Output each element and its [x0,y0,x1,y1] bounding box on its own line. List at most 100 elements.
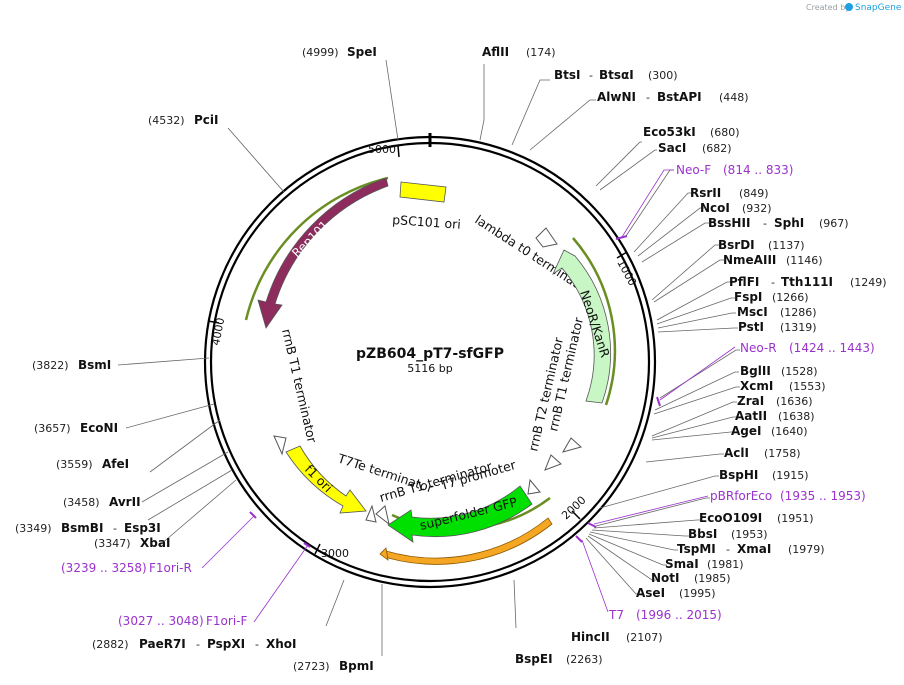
site-name: FspI [734,290,762,304]
site-dash: - [196,638,200,651]
site-name: SacI [658,141,686,155]
primer-name: Neo-F [676,163,711,177]
site-name: BspEI [515,652,553,666]
feature-label-rep101: Rep101 [289,218,331,260]
site-name-extra: BstAPI [657,90,702,104]
site-paer7i: (2882) PaeR7I - PspXI - XhoI [92,637,297,651]
credit-text: Created by [806,3,850,12]
site-dash: - [113,522,117,535]
primer-marks [249,235,661,548]
site-pos: (849) [739,187,769,200]
leader-lines [117,59,740,656]
site-aflii: AflII (174) [482,45,556,59]
primer-pos: (814 .. 833) [723,163,793,177]
site-name: NotI [651,571,680,585]
site-name: ZraI [737,394,764,408]
site-pos: (3347) [94,537,131,550]
site-spei: (4999) SpeI [302,45,377,59]
primer-name: pBRforEco [710,489,772,503]
site-name: BpmI [339,659,374,673]
tick-5000: 5000 [368,143,396,156]
site-name: BtsI [554,68,581,82]
site-name: PaeR7I [139,637,186,651]
site-name: TspMI [677,542,716,556]
site-acli: AclI (1758) [724,446,801,460]
site-alwni: AlwNI - BstAPI (448) [597,90,749,104]
site-name-extra: XmaI [737,542,771,556]
primer-pos: (3239 .. 3258) [61,561,147,575]
site-noti: NotI (1985) [651,571,731,585]
site-pos: (300) [648,69,678,82]
site-pos: (174) [526,46,556,59]
site-pos: (3559) [56,458,93,471]
site-name: PstI [738,320,764,334]
site-name: Eco53kI [643,125,696,139]
site-name: RsrII [690,186,721,200]
site-pos: (967) [819,217,849,230]
site-pflfi: PflFI - Tth111I (1249) [729,275,887,289]
site-eco0109i: EcoO109I (1951) [699,511,814,525]
site-saci: SacI (682) [658,141,732,155]
site-econi: (3657) EcoNI [34,421,118,435]
site-pos: (1636) [776,395,813,408]
site-pos: (682) [702,142,732,155]
site-rsrii: RsrII (849) [690,186,769,200]
site-nmeaiii: NmeAIII (1146) [723,253,823,267]
site-pos: (1249) [850,276,887,289]
site-name: SpeI [347,45,377,59]
site-pos: (1266) [772,291,809,304]
primer-neof: Neo-F (814 .. 833) [676,163,793,177]
site-ncoi: NcoI (932) [700,201,772,215]
site-name: HincII [571,630,610,644]
site-pos: (1951) [777,512,814,525]
primer-leader-lines [201,169,736,623]
feature-label-rrnb-t1-left: rrnB T1 terminator [279,327,320,445]
site-name-extra: SphI [774,216,804,230]
site-pos: (1553) [789,380,826,393]
site-tspmi: TspMI - XmaI (1979) [677,542,825,556]
primer-name: Neo-R [740,341,777,355]
site-pos: (1146) [786,254,823,267]
site-pos: (1137) [768,239,805,252]
site-name: PciI [194,113,219,127]
site-pos: (932) [742,202,772,215]
site-eco53ki: Eco53kI (680) [643,125,740,139]
site-name: AflII [482,45,509,59]
site-asei: AseI (1995) [636,586,716,600]
site-bpmi: (2723) BpmI [293,659,374,673]
site-name: EcoO109I [699,511,762,525]
site-dash-2: - [255,638,259,651]
primer-pbrforeco: pBRforEco (1935 .. 1953) [710,489,866,503]
primer-pos: (3027 .. 3048) [118,614,204,628]
site-dash: - [771,276,775,289]
site-avrii: (3458) AvrII [63,495,141,509]
site-pos: (2882) [92,638,129,651]
site-bsmi: (3822) BsmI [32,358,111,372]
site-name: NcoI [700,201,730,215]
site-name: AatII [735,409,767,423]
site-name: XcmI [740,379,773,393]
site-pos: (1953) [731,528,768,541]
plasmid-length: 5116 bp [407,362,452,375]
site-name: BssHII [708,216,750,230]
site-name: AvrII [109,495,141,509]
site-pos: (1286) [780,306,817,319]
site-pos: (3822) [32,359,69,372]
site-name-extra: Tth111I [781,275,833,289]
credit-brand: SnapGene [855,3,902,13]
site-pos: (1319) [780,321,817,334]
site-dash: - [589,69,593,82]
feature-rrnb-t1-left: rrnB T1 terminator [273,327,320,456]
feature-label-psc101-ori: pSC101 ori [392,212,462,232]
site-name: BbsI [688,527,717,541]
site-name-extra-2: XhoI [266,637,297,651]
site-pos: (1979) [788,543,825,556]
site-btsi: BtsI - BtsαI (300) [554,68,678,82]
site-name: BsrDI [718,238,755,252]
snapgene-logo-icon [845,3,853,11]
site-dash: - [646,91,650,104]
site-zrai: ZraI (1636) [737,394,813,408]
primer-pos: (1424 .. 1443) [789,341,875,355]
site-pos: (3349) [15,522,52,535]
